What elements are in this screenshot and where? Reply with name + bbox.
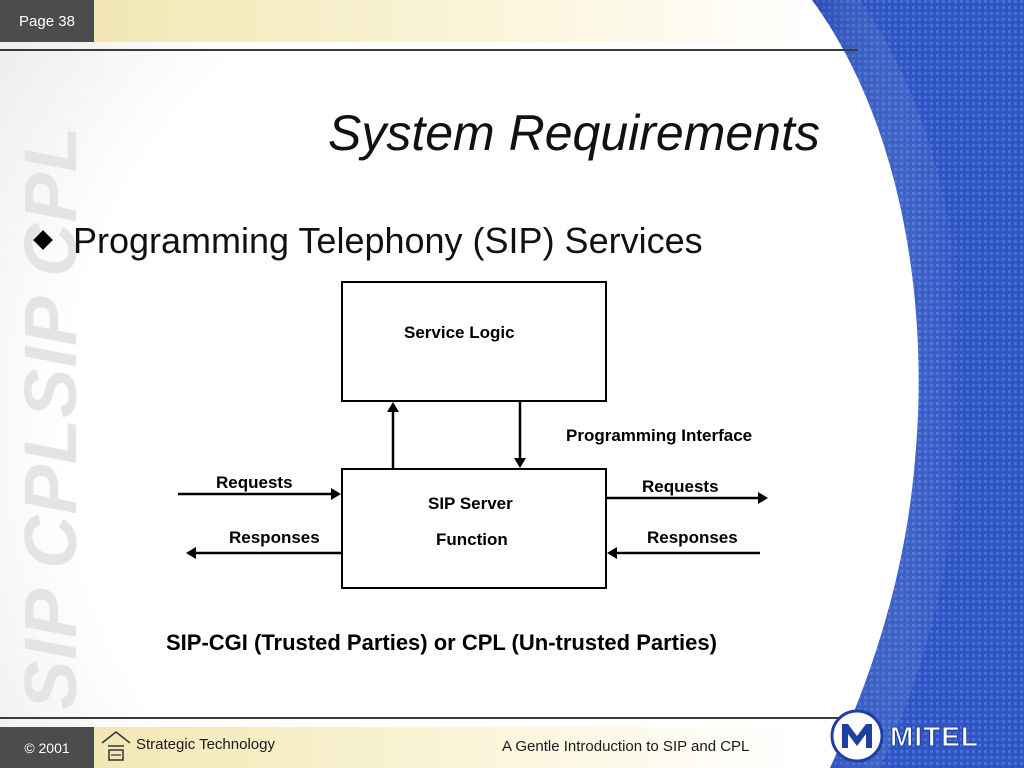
sip-server-box: [341, 468, 607, 589]
footer-strip: [94, 727, 794, 768]
mitel-logo: MITEL: [830, 709, 979, 763]
header-strip: [94, 0, 814, 42]
logo-wordmark: MITEL: [890, 721, 979, 752]
left-requests-label: Requests: [216, 473, 293, 492]
service-logic-label: Service Logic: [404, 323, 515, 342]
right-responses-label: Responses: [647, 528, 738, 547]
section-label: Strategic Technology: [136, 736, 275, 753]
programming-interface-label: Programming Interface: [566, 426, 753, 445]
copyright-label: © 2001: [0, 727, 94, 768]
left-responses-label: Responses: [229, 528, 320, 547]
page-number: Page 38: [0, 0, 94, 42]
service-logic-box: [341, 281, 607, 402]
diagram-caption: SIP-CGI (Trusted Parties) or CPL (Un-tru…: [166, 630, 717, 655]
slide-title: System Requirements: [328, 105, 820, 161]
presentation-title: A Gentle Introduction to SIP and CPL: [502, 738, 750, 755]
footer-divider: [0, 717, 858, 719]
sip-server-label-line2: Function: [436, 530, 508, 549]
header-divider: [0, 49, 858, 51]
sip-server-label-line1: SIP Server: [428, 494, 513, 513]
right-requests-label: Requests: [642, 477, 719, 496]
strategic-technology-icon: [101, 731, 131, 761]
bullet-item: Programming Telephony (SIP) Services: [73, 220, 703, 261]
